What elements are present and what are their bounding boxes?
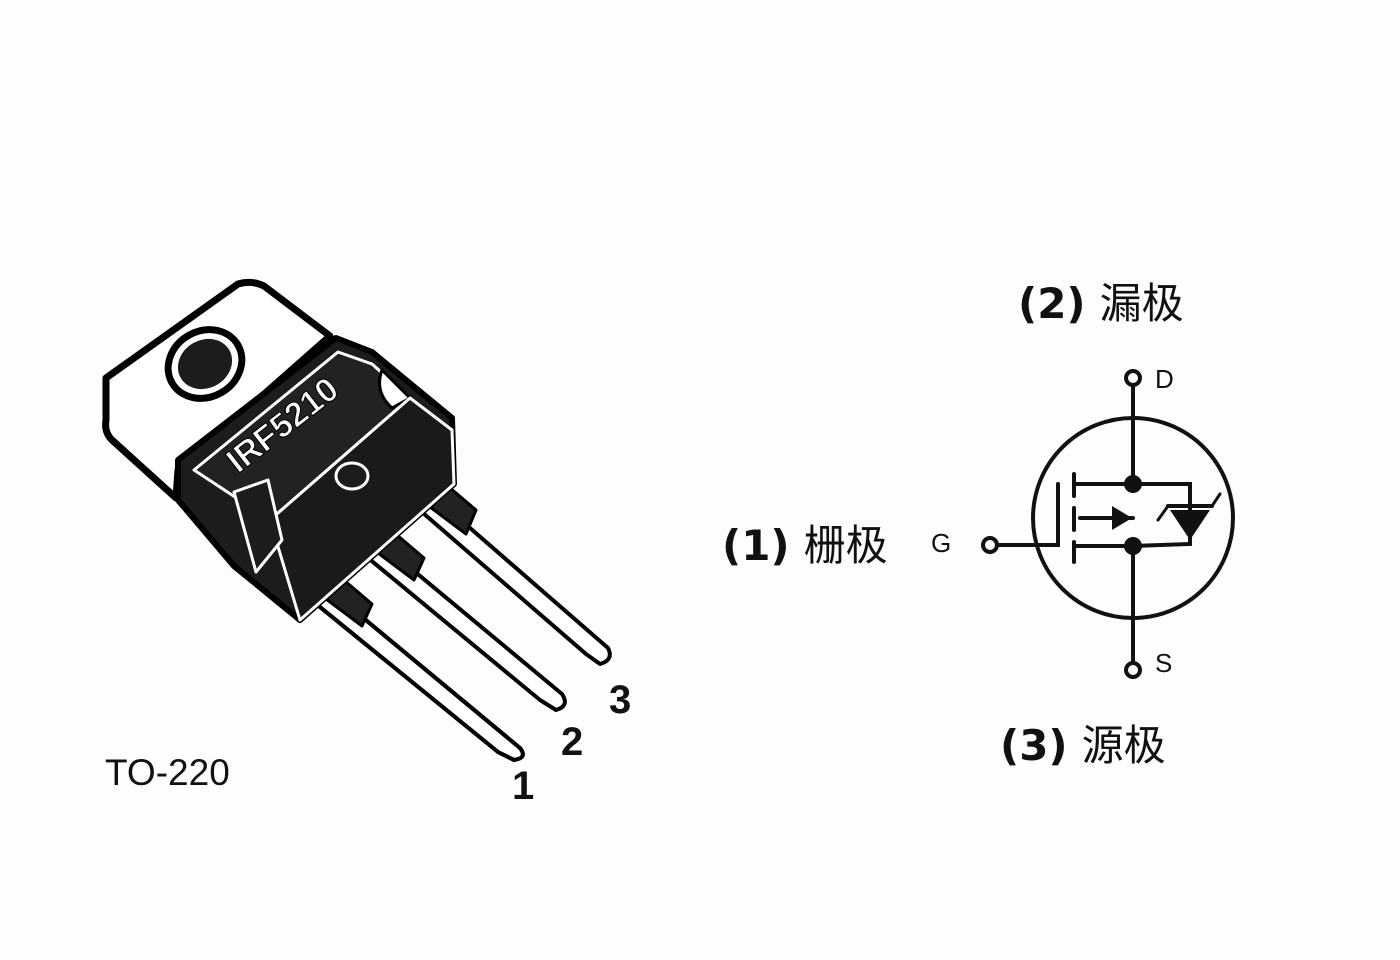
lead-3: [406, 474, 612, 666]
pin-number-1: 1: [512, 764, 535, 808]
plastic-body: [175, 335, 457, 623]
terminal-g-label: G: [931, 528, 952, 558]
terminal-d-dot: [1124, 369, 1142, 387]
pin-role-gate-label: 栅极: [803, 521, 888, 570]
metal-tab: [102, 278, 334, 502]
body-diode: [1170, 510, 1210, 540]
gate-lead: [994, 482, 1060, 547]
pin-role-drain-label: 漏极: [1099, 279, 1184, 328]
to220-package-icon: [102, 278, 612, 762]
package-name: TO-220: [105, 752, 230, 793]
terminal-d-label: D: [1155, 364, 1174, 394]
pin-role-source-number: (3): [1000, 721, 1068, 770]
lead-2: [354, 522, 567, 712]
pin-number-2: 2: [561, 720, 584, 764]
lead-1: [302, 568, 525, 762]
mosfet-symbol-icon: [994, 382, 1235, 666]
pin-role-gate-number: (1): [722, 521, 790, 570]
terminal-s-label: S: [1155, 648, 1173, 678]
pin-role-source-label: 源极: [1081, 721, 1166, 770]
terminal-g-dot: [981, 536, 999, 554]
pin-role-drain-number: (2): [1018, 279, 1086, 328]
terminal-s-dot: [1124, 661, 1142, 679]
channel-arrow: [1112, 506, 1132, 530]
pin-role-drain: (2) 漏极: [1018, 270, 1184, 331]
pin-role-source: (3) 源极: [1000, 712, 1166, 773]
pin-role-gate: (1) 栅极: [722, 512, 888, 573]
pin-number-3: 3: [609, 678, 632, 722]
symbol-fills: [1112, 475, 1210, 555]
